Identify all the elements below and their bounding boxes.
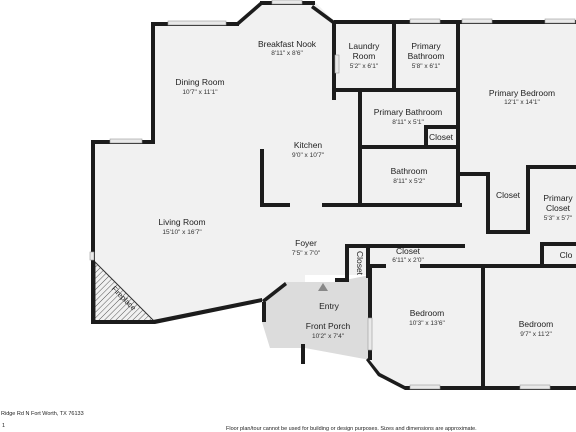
primary-bath1-dims: 5'8" x 6'1" — [412, 63, 441, 70]
primary-bath1-name-2: Bathroom — [408, 51, 445, 61]
windows — [89, 0, 576, 390]
primary-bath2-name: Primary Bathroom — [374, 107, 443, 117]
laundry-dims: 5'2" x 6'1" — [350, 63, 379, 70]
bedroom2-name: Bedroom — [519, 319, 554, 329]
foyer-name: Foyer — [295, 238, 317, 248]
dining-room-name: Dining Room — [175, 77, 224, 87]
foyer-dims: 7'5" x 7'0" — [292, 250, 321, 257]
bedroom2-dims: 9'7" x 11'2" — [520, 331, 552, 338]
primary-bedroom-dims: 12'1" x 14'1" — [504, 99, 540, 106]
address-text: Ridge Rd N Fort Worth, TX 76133 — [1, 411, 84, 417]
closet-far-right-name: Clo — [560, 250, 573, 260]
floor-area — [94, 2, 576, 388]
primary-closet-name-2: Closet — [546, 203, 571, 213]
bedroom1-name: Bedroom — [410, 308, 445, 318]
living-room-dims: 15'10" x 16'7" — [162, 229, 202, 236]
closet-hall-dims: 6'11" x 2'0" — [392, 257, 424, 264]
breakfast-nook-name: Breakfast Nook — [258, 39, 317, 49]
closet-hall-name: Closet — [396, 246, 421, 256]
disclaimer-text: Floor plan/tour cannot be used for build… — [226, 426, 477, 432]
kitchen-name: Kitchen — [294, 140, 323, 150]
closet-right-name: Closet — [496, 190, 521, 200]
bathroom-dims: 8'11" x 5'2" — [393, 178, 425, 185]
walls — [91, 1, 576, 390]
entry-name: Entry — [319, 301, 340, 311]
breakfast-nook-dims: 8'11" x 8'6" — [271, 50, 303, 57]
bedroom1-dims: 10'3" x 13'6" — [409, 320, 445, 327]
closet-small-name: Closet — [429, 132, 454, 142]
primary-bedroom-name: Primary Bedroom — [489, 88, 555, 98]
laundry-name-1: Laundry — [349, 41, 380, 51]
entry-arrow-icon — [318, 283, 328, 291]
primary-bath1-name-1: Primary — [411, 41, 441, 51]
front-porch-name: Front Porch — [306, 321, 351, 331]
living-room-name: Living Room — [158, 217, 205, 227]
laundry-name-2: Room — [353, 51, 376, 61]
dining-room-dims: 10'7" x 11'1" — [182, 89, 218, 96]
bathroom-name: Bathroom — [391, 166, 428, 176]
primary-closet-name-1: Primary — [543, 193, 573, 203]
front-porch-floor — [262, 275, 370, 360]
primary-bath2-dims: 8'11" x 5'1" — [392, 119, 424, 126]
kitchen-dims: 9'0" x 10'7" — [292, 152, 325, 159]
front-porch-dims: 10'2" x 7'4" — [312, 333, 345, 340]
primary-closet-dims: 5'3" x 5'7" — [544, 215, 573, 222]
floor-number: 1 — [2, 423, 6, 429]
closet-vertical-name: Closet — [355, 251, 365, 276]
